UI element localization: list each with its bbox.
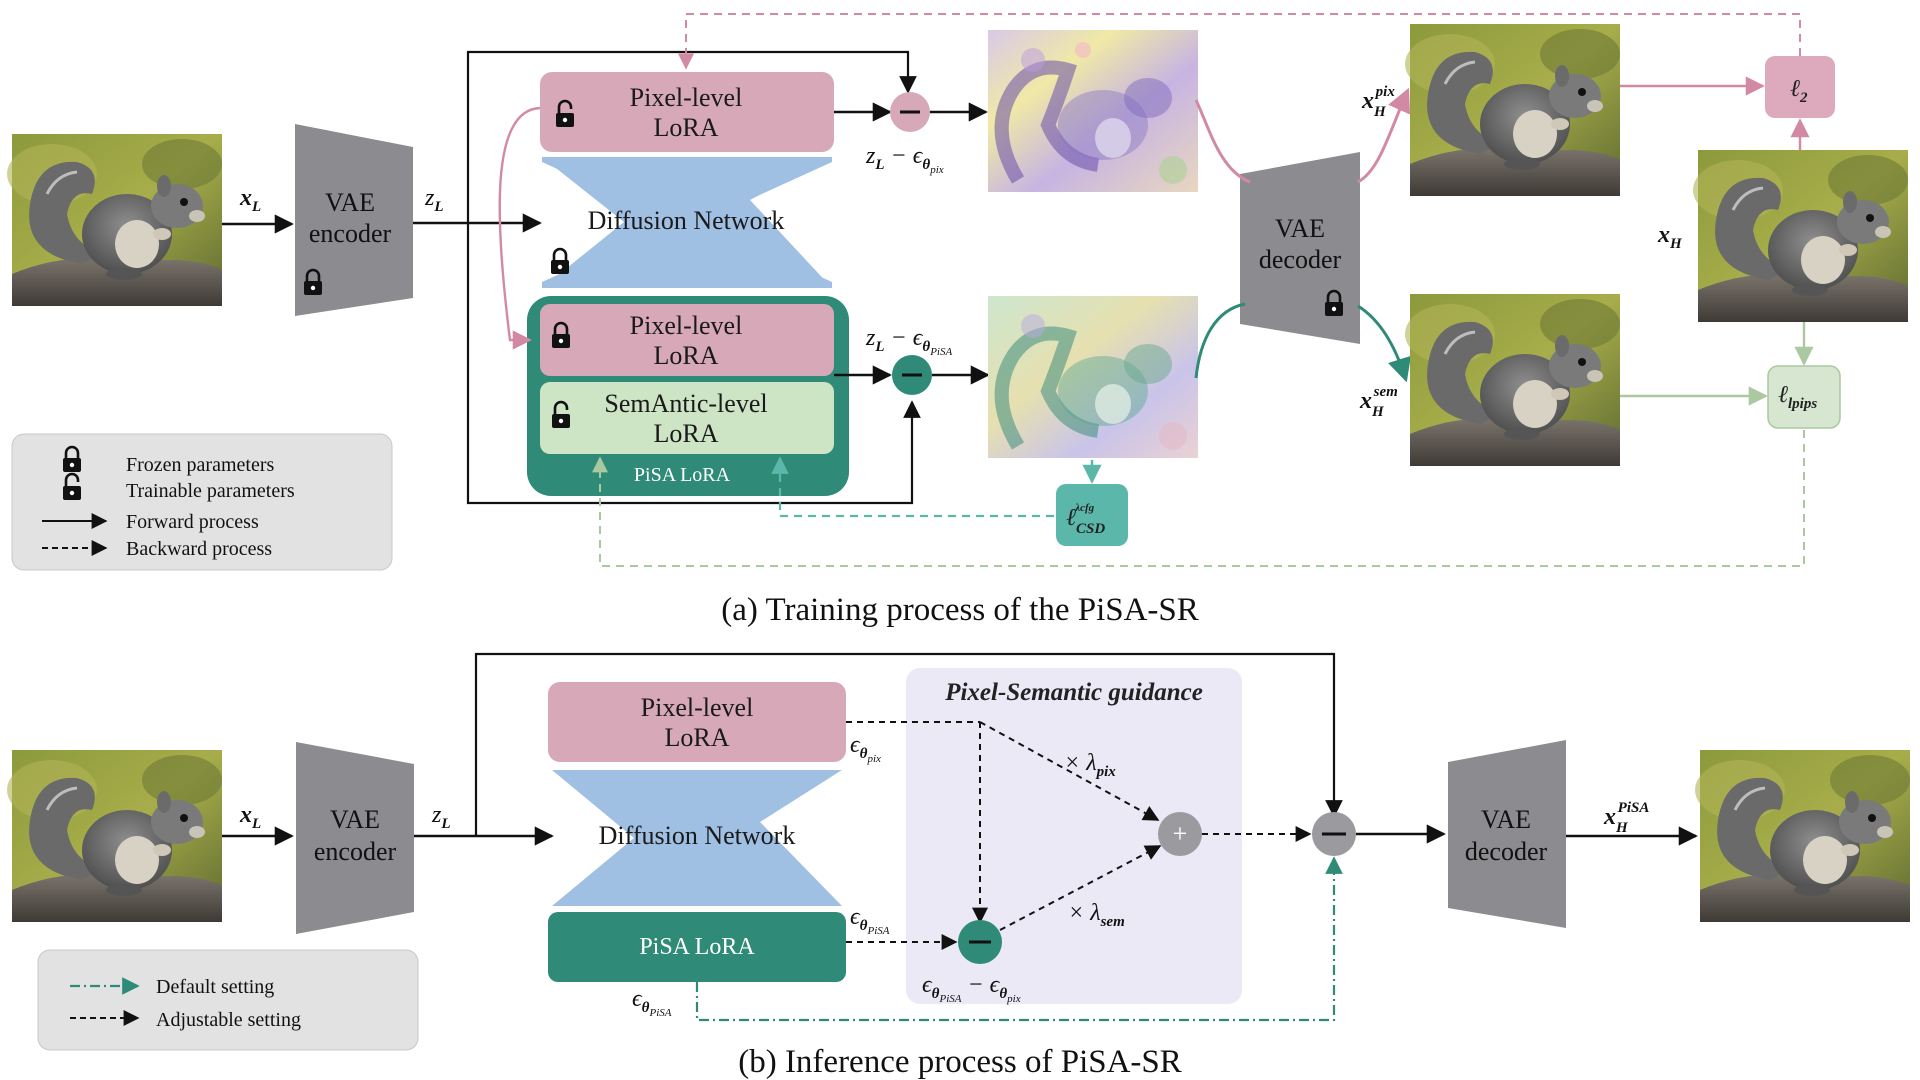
vae-decoder-label-1: VAE xyxy=(1275,214,1325,243)
skip-line-top xyxy=(466,50,917,223)
legend-forward: Forward process xyxy=(126,511,259,533)
inference-pisa-lora-label: PiSA LoRA xyxy=(639,934,755,960)
noise-map-pix xyxy=(988,30,1198,192)
label-xh: xH xyxy=(1657,222,1683,252)
inference-vae-decoder-label-2: decoder xyxy=(1465,837,1548,866)
pisa-pixel-lora-label-2: LoRA xyxy=(654,341,719,370)
pixel-lora-label-2: LoRA xyxy=(654,113,719,142)
inference-vae-encoder-label-2: encoder xyxy=(314,837,397,866)
loss-lpips-label: ℓlpips xyxy=(1778,382,1817,412)
backward-lpips xyxy=(592,430,1805,567)
inference-label-zl: zL xyxy=(431,802,451,832)
inference-default-line xyxy=(695,856,1343,1022)
legend-default: Default setting xyxy=(156,976,274,998)
vae-decoder-label-2: decoder xyxy=(1259,245,1342,274)
output-image-sem xyxy=(1403,292,1622,468)
legend-adjustable: Adjustable setting xyxy=(156,1009,301,1031)
vae-decoder xyxy=(1240,152,1360,344)
inference-label-xh-pisa: xHPiSA xyxy=(1603,800,1649,836)
legend-frozen: Frozen parameters xyxy=(126,454,274,476)
loss-csd-box xyxy=(1056,484,1128,546)
output-image-pix xyxy=(1403,22,1622,198)
loss-lpips-box xyxy=(1767,365,1841,429)
arrow-lora-copy xyxy=(498,106,541,350)
inference-pixel-lora-label-1: Pixel-level xyxy=(641,693,754,722)
inference-label-eps-diff: ϵθPiSA − ϵθpix xyxy=(922,972,1021,1005)
caption-inference: (b) Inference process of PiSA-SR xyxy=(738,1044,1182,1080)
lock-icon xyxy=(549,247,571,276)
inference-section: xL VAE encoder zL Pixel-level LoRA Diffu… xyxy=(5,652,1912,1080)
label-xl: xL xyxy=(239,185,261,215)
vae-encoder-label-1: VAE xyxy=(325,188,375,217)
caption-training: (a) Training process of the PiSA-SR xyxy=(721,592,1199,628)
noise-map-pisa xyxy=(988,296,1198,458)
inference-pisa-lora-box xyxy=(548,912,846,982)
inference-label-lambda-pix: × λpix xyxy=(1064,750,1116,780)
skip-line-bottom xyxy=(466,223,921,505)
inference-diffusion-network-label: Diffusion Network xyxy=(599,821,796,850)
legend-training xyxy=(11,433,393,571)
inference-vae-decoder xyxy=(1448,740,1566,928)
diffusion-network-label: Diffusion Network xyxy=(588,206,785,235)
vae-encoder xyxy=(295,124,413,316)
inference-diffusion-network xyxy=(552,770,842,906)
inference-plus-symbol: + xyxy=(1173,819,1188,848)
pisa-pixel-lora-box xyxy=(540,304,834,376)
guidance-title: Pixel-Semantic guidance xyxy=(944,679,1203,706)
label-z-minus-eps-pix: zL − ϵθpix xyxy=(865,143,944,176)
inference-label-eps-pisa: ϵθPiSA xyxy=(850,904,890,937)
loss-l2-label: ℓ2 xyxy=(1790,76,1808,106)
inference-plus-node xyxy=(1158,812,1202,856)
pisa-pixel-lora-label-1: Pixel-level xyxy=(630,311,743,340)
inference-vae-encoder xyxy=(296,742,414,934)
label-xh-sem: xHsem xyxy=(1359,384,1398,420)
inference-pixel-lora-label-2: LoRA xyxy=(665,723,730,752)
label-z-minus-eps-pisa: zL − ϵθPiSA xyxy=(865,325,952,358)
pixel-lora-box xyxy=(540,72,834,152)
loss-l2-box xyxy=(1765,56,1835,118)
semantic-lora-box xyxy=(540,382,834,454)
inference-label-eps-pisa-2: ϵθPiSA xyxy=(632,986,672,1019)
gt-image-hr xyxy=(1691,148,1910,324)
label-xh-pix: xHpix xyxy=(1361,84,1395,120)
inference-label-xl: xL xyxy=(239,802,261,832)
backward-l2 xyxy=(678,13,1801,70)
inference-label-lambda-sem: × λsem xyxy=(1068,900,1125,930)
backward-csd xyxy=(771,456,1054,518)
inference-input-image xyxy=(5,748,224,924)
pisa-lora-label: PiSA LoRA xyxy=(634,464,731,486)
inference-label-eps-pix: ϵθpix xyxy=(850,732,881,765)
legend-backward: Backward process xyxy=(126,538,272,560)
inference-output-image xyxy=(1693,748,1912,924)
legend-inference xyxy=(37,949,419,1051)
inference-pixel-lora-box xyxy=(548,682,846,762)
legend-trainable: Trainable parameters xyxy=(126,480,295,502)
semantic-lora-label-1: SemAntic-level xyxy=(604,389,767,418)
inference-vae-decoder-label-1: VAE xyxy=(1481,805,1531,834)
label-zl: zL xyxy=(424,185,444,215)
input-image-lr xyxy=(5,132,224,308)
pixel-lora-label-1: Pixel-level xyxy=(630,83,743,112)
vae-encoder-label-2: encoder xyxy=(309,219,392,248)
training-section: xL VAE encoder zL Pixel-level LoRA Diffu… xyxy=(5,13,1910,628)
guidance-box xyxy=(906,668,1242,1004)
inference-vae-encoder-label-1: VAE xyxy=(330,805,380,834)
inference-skip-line xyxy=(474,652,1343,836)
loss-csd-label: ℓCSDλcfg xyxy=(1066,502,1105,537)
semantic-lora-label-2: LoRA xyxy=(654,419,719,448)
